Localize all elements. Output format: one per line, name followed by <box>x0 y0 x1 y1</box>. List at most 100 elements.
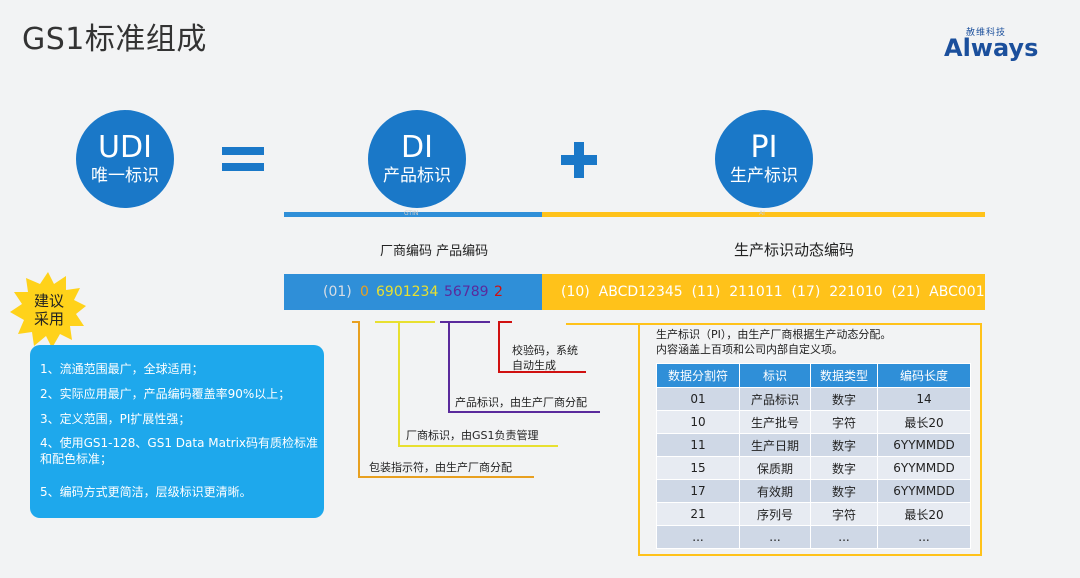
pi-description-line1: 生产标识（PI），由生产厂商根据生产动态分配。 <box>656 328 892 341</box>
pi-description: 生产标识（PI），由生产厂商根据生产动态分配。 内容涵盖上百项和公司内部自定义项… <box>656 327 891 357</box>
code-ai01: (01) <box>323 284 352 300</box>
check-bracket-cap <box>498 321 512 323</box>
table-cell: 6YYMMDD <box>877 479 971 503</box>
pi-heading: 生产标识动态编码 <box>734 241 855 259</box>
indicator-underline <box>358 476 534 478</box>
check-digit-note-line1: 校验码，系统 <box>512 344 578 357</box>
company-bracket-cap <box>375 321 435 323</box>
check-underline <box>498 371 586 373</box>
table-cell: 数字 <box>810 387 878 411</box>
table-row: 21 序列号 字符 最长20 <box>656 502 971 526</box>
table-header-cell: 标识 <box>739 363 811 388</box>
check-digit-note-line2: 自动生成 <box>512 359 556 372</box>
table-cell: ... <box>877 525 971 549</box>
recommend-label-line2: 采用 <box>33 310 64 328</box>
table-cell: 数字 <box>810 433 878 457</box>
table-row: 15 保质期 数字 6YYMMDD <box>656 456 971 480</box>
indicator-bracket-cap <box>352 321 360 323</box>
table-cell: ... <box>656 525 740 549</box>
table-cell: 字符 <box>810 410 878 434</box>
table-row: 11 生产日期 数字 6YYMMDD <box>656 433 971 457</box>
recommend-label: 建议 采用 <box>26 292 72 328</box>
pi-circle-subtitle: 生产标识 <box>730 166 798 186</box>
company-underline <box>398 445 558 447</box>
code-pi-segments: (10) ABCD12345 (11) 211011 (17) 221010 (… <box>561 284 985 300</box>
udi-circle-subtitle: 唯一标识 <box>91 166 159 186</box>
table-row: 17 有效期 数字 6YYMMDD <box>656 479 971 503</box>
table-header-cell: 编码长度 <box>877 363 971 388</box>
table-cell: 6YYMMDD <box>877 456 971 480</box>
table-row: ... ... ... ... <box>656 525 971 549</box>
check-digit-note: 校验码，系统 自动生成 <box>512 343 578 373</box>
table-cell: 有效期 <box>739 479 811 503</box>
table-cell: 15 <box>656 456 740 480</box>
pi-circle-title: PI <box>750 130 778 165</box>
di-code-bar <box>284 274 542 310</box>
table-cell: 生产日期 <box>739 433 811 457</box>
starburst-shape <box>10 272 86 348</box>
pi-ai-table: 数据分割符 标识 数据类型 编码长度 01 产品标识 数字 14 10 生产批号… <box>656 363 971 549</box>
table-cell: 最长20 <box>877 410 971 434</box>
plus-bar-vertical <box>574 142 584 178</box>
advantage-item-1: 1、流通范围最广，全球适用； <box>40 362 204 376</box>
item-bracket-stem <box>448 321 450 413</box>
code-indicator: 0 <box>360 284 369 300</box>
di-circle-subtitle: 产品标识 <box>383 166 451 186</box>
table-cell: 11 <box>656 433 740 457</box>
gtin-label: GTIN <box>404 210 419 217</box>
table-cell: 数字 <box>810 479 878 503</box>
ai-label: AI <box>759 210 765 217</box>
table-cell: 生产批号 <box>739 410 811 434</box>
di-divider-line <box>284 212 542 217</box>
pi-box-left-border <box>638 323 640 556</box>
company-prefix-note: 厂商标识，由GS1负责管理 <box>406 429 539 442</box>
code-company-prefix: 6901234 <box>376 284 439 300</box>
table-header-row: 数据分割符 标识 数据类型 编码长度 <box>656 363 971 388</box>
starburst-badge <box>10 272 86 348</box>
table-row: 01 产品标识 数字 14 <box>656 387 971 411</box>
udi-circle-title: UDI <box>98 130 152 165</box>
di-circle: DI 产品标识 <box>368 110 466 208</box>
table-cell: 01 <box>656 387 740 411</box>
table-cell: 数字 <box>810 456 878 480</box>
indicator-bracket-stem <box>358 321 360 478</box>
advantage-item-2: 2、实际应用最广，产品编码覆盖率90%以上； <box>40 387 291 401</box>
advantage-item-5: 5、编码方式更简洁，层级标识更清晰。 <box>40 485 252 499</box>
table-header-cell: 数据分割符 <box>656 363 740 388</box>
table-cell: 6YYMMDD <box>877 433 971 457</box>
equals-bar-top <box>222 147 264 155</box>
pi-code-bar <box>542 274 985 310</box>
table-cell: 10 <box>656 410 740 434</box>
table-cell: 最长20 <box>877 502 971 526</box>
table-cell: 14 <box>877 387 971 411</box>
table-cell: 21 <box>656 502 740 526</box>
code-check-digit: 2 <box>494 284 503 300</box>
equals-sign <box>222 147 264 171</box>
udi-circle: UDI 唯一标识 <box>76 110 174 208</box>
table-cell: 保质期 <box>739 456 811 480</box>
pi-circle: PI 生产标识 <box>715 110 813 208</box>
table-cell: ... <box>739 525 811 549</box>
table-header-cell: 数据类型 <box>810 363 878 388</box>
item-reference-note: 产品标识，由生产厂商分配 <box>455 396 587 409</box>
page-title: GS1标准组成 <box>22 22 207 57</box>
advantage-item-3: 3、定义范围，PI扩展性强； <box>40 412 191 426</box>
recommend-label-line1: 建议 <box>33 292 64 310</box>
table-cell: 字符 <box>810 502 878 526</box>
pi-box-bottom-border <box>638 554 982 556</box>
company-logo: 赦维科技 Always <box>944 28 1052 62</box>
table-cell: 产品标识 <box>739 387 811 411</box>
di-circle-title: DI <box>401 130 433 165</box>
logo-cn-text: 赦维科技 <box>966 28 1007 38</box>
pi-description-line2: 内容涵盖上百项和公司内部自定义项。 <box>656 343 843 356</box>
logo-en-text: Always <box>944 34 1039 62</box>
company-bracket-stem <box>398 321 400 447</box>
table-cell: 17 <box>656 479 740 503</box>
advantages-box: 1、流通范围最广，全球适用； 2、实际应用最广，产品编码覆盖率90%以上； 3、… <box>30 345 324 518</box>
code-item-reference: 56789 <box>444 284 489 300</box>
pi-divider-line <box>542 212 985 217</box>
pi-box-right-border <box>980 323 982 556</box>
equals-bar-bottom <box>222 163 264 171</box>
check-bracket-stem <box>498 321 500 373</box>
item-bracket-cap <box>440 321 490 323</box>
